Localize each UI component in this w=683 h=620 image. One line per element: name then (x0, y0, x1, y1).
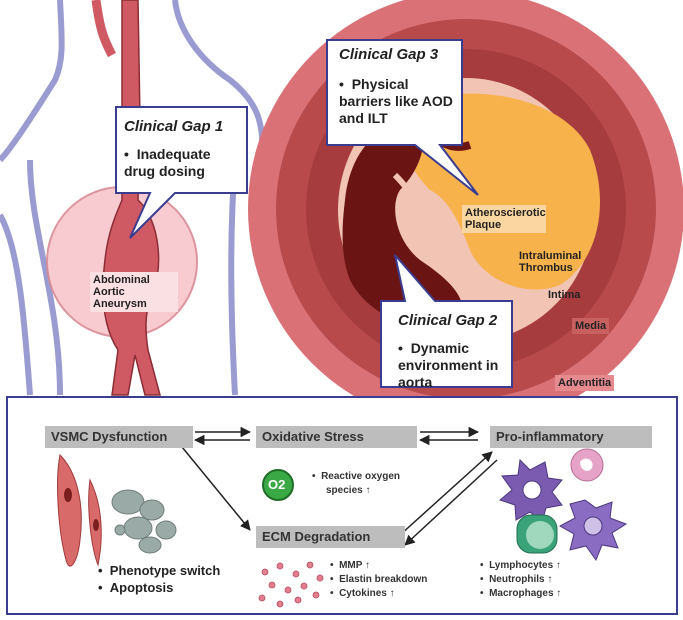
o2-symbol: O2 (268, 477, 286, 492)
ecm-particles (258, 561, 324, 608)
list-item: • Lymphocytes ↑ (480, 560, 561, 571)
pathway-arrows (181, 426, 498, 546)
ros-line-2: species ↑ (326, 485, 371, 496)
vsmc-dysfunction-header: VSMC Dysfunction (45, 426, 193, 448)
vsmc-cells (57, 453, 177, 567)
list-item: • Cytokines ↑ (330, 588, 395, 599)
clinical-gap-1-title: Clinical Gap 1 (124, 118, 224, 135)
neck-vessel (91, 0, 116, 58)
ros-text: • Reactive oxygen species ↑ (312, 470, 400, 498)
adventitia-label: Adventitia (555, 375, 615, 391)
list-item: • Elastin breakdown (330, 574, 428, 585)
bullet-icon: • (312, 471, 322, 482)
ecm-list: • MMP ↑ • Elastin breakdown • Cytokines … (330, 559, 427, 601)
aaa-label: Abdominal Aortic Aneurysm (90, 272, 178, 312)
clinical-gap-1-text: • Inadequate drug dosing (124, 146, 242, 180)
plaque-label: Atheroscierotic Plaque (462, 205, 546, 233)
gap2-bullet: Dynamic environment in aorta (398, 340, 499, 390)
oxidative-stress-header: Oxidative Stress (256, 426, 417, 448)
intima-label: Intima (548, 289, 581, 301)
gap3-bullet: Physical barriers like AOD and ILT (339, 76, 453, 126)
clinical-gap-3-text: • Physical barriers like AOD and ILT (339, 76, 457, 127)
gap1-bullet: Inadequate drug dosing (124, 146, 211, 179)
clinical-gap-2-title: Clinical Gap 2 (398, 312, 498, 329)
list-item: • Phenotype switch (98, 563, 221, 578)
bullet-icon: • (339, 76, 352, 92)
bullet-icon: • (124, 146, 137, 162)
o2-radical-icon (262, 469, 294, 501)
list-item: • Neutrophils ↑ (480, 574, 553, 585)
clinical-gap-2-text: • Dynamic environment in aorta (398, 340, 508, 391)
ros-line-1: Reactive oxygen (321, 471, 400, 482)
pro-inflammatory-header: Pro-inflammatory (490, 426, 652, 448)
list-item: • MMP ↑ (330, 560, 370, 571)
bullet-icon: • (398, 340, 411, 356)
list-item: • Apoptosis (98, 580, 174, 595)
immune-list: • Lymphocytes ↑ • Neutrophils ↑ • Macrop… (480, 559, 561, 601)
list-item: • Macrophages ↑ (480, 588, 562, 599)
clinical-gap-3-title: Clinical Gap 3 (339, 46, 439, 63)
thrombus-label: Intraluminal Thrombus (519, 250, 582, 274)
media-label: Media (572, 318, 610, 334)
immune-cells (498, 448, 628, 562)
callout-shapes (115, 39, 513, 388)
vsmc-list: • Phenotype switch • Apoptosis (98, 562, 220, 596)
ecm-degradation-header: ECM Degradation (256, 526, 405, 548)
